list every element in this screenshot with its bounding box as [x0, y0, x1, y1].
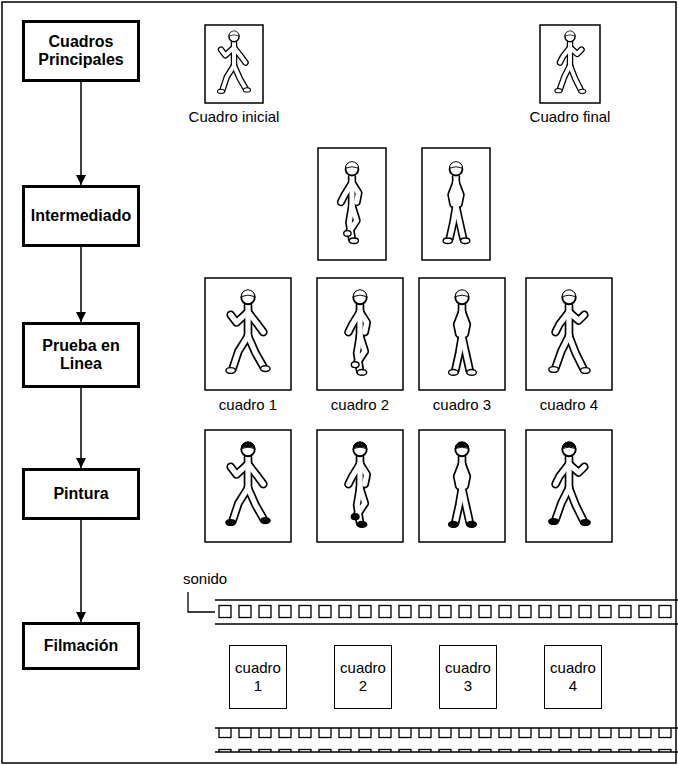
frame-caption: cuadro 2 — [329, 396, 391, 414]
frame-caption: cuadro 4 — [538, 396, 600, 414]
flow-arrow — [80, 520, 82, 622]
frame-caption: Cuadro inicial — [187, 108, 282, 126]
flow-arrow — [80, 388, 82, 468]
painted-figure — [348, 442, 366, 527]
walking-figure — [217, 31, 250, 94]
film-perforations — [215, 728, 678, 752]
film-frame-box: cuadro 4 — [544, 645, 602, 709]
film-frame-box: cuadro 1 — [229, 645, 287, 709]
walking-figure — [443, 162, 470, 244]
walking-figure — [348, 290, 366, 375]
box-label: Filmación — [44, 637, 119, 655]
picture-frame — [422, 148, 490, 260]
picture-frame — [540, 25, 600, 103]
painted-frame — [526, 430, 612, 542]
box-label: Intermediado — [31, 207, 131, 225]
film-edge — [215, 727, 678, 729]
box-label: cuadro 1 — [233, 659, 283, 695]
painted-figure — [226, 442, 270, 526]
flow-arrow — [80, 247, 82, 322]
box-label: cuadro 3 — [443, 659, 493, 695]
film-perforations — [215, 600, 678, 624]
painted-figure — [449, 442, 477, 527]
sound-leader-line — [188, 592, 215, 612]
film-edge — [215, 623, 678, 625]
process-box: Cuadros Principales — [22, 20, 140, 82]
process-box: Intermediado — [22, 185, 140, 247]
frame-caption: cuadro 1 — [217, 396, 279, 414]
process-box: Prueba en Linea — [22, 322, 140, 388]
picture-frame — [317, 278, 403, 390]
box-label: cuadro 4 — [548, 659, 598, 695]
film-edge — [215, 599, 678, 601]
process-box: Pintura — [22, 468, 140, 520]
walking-figure — [341, 162, 358, 244]
box-label: Prueba en Linea — [29, 337, 133, 374]
box-label: Pintura — [53, 485, 108, 503]
picture-frame — [205, 278, 291, 390]
picture-frame — [205, 25, 263, 103]
walking-figure — [226, 290, 270, 374]
walking-figure — [549, 290, 590, 374]
walking-figure — [449, 290, 477, 375]
track-label: sonido — [181, 570, 229, 588]
painted-figure — [549, 442, 590, 526]
picture-frame — [419, 430, 505, 542]
film-edge — [215, 751, 678, 753]
flow-arrow — [80, 82, 82, 185]
film-frame-box: cuadro 2 — [334, 645, 392, 709]
walking-figure — [555, 31, 586, 94]
picture-frame — [526, 278, 612, 390]
process-box: Filmación — [22, 622, 140, 670]
picture-frame — [205, 430, 291, 542]
picture-frame — [318, 148, 386, 260]
box-label: Cuadros Principales — [29, 33, 133, 70]
frame-caption: Cuadro final — [528, 108, 613, 126]
frame-caption: cuadro 3 — [431, 396, 493, 414]
film-frame-box: cuadro 3 — [439, 645, 497, 709]
picture-frame — [317, 430, 403, 542]
box-label: cuadro 2 — [338, 659, 388, 695]
picture-frame — [419, 278, 505, 390]
